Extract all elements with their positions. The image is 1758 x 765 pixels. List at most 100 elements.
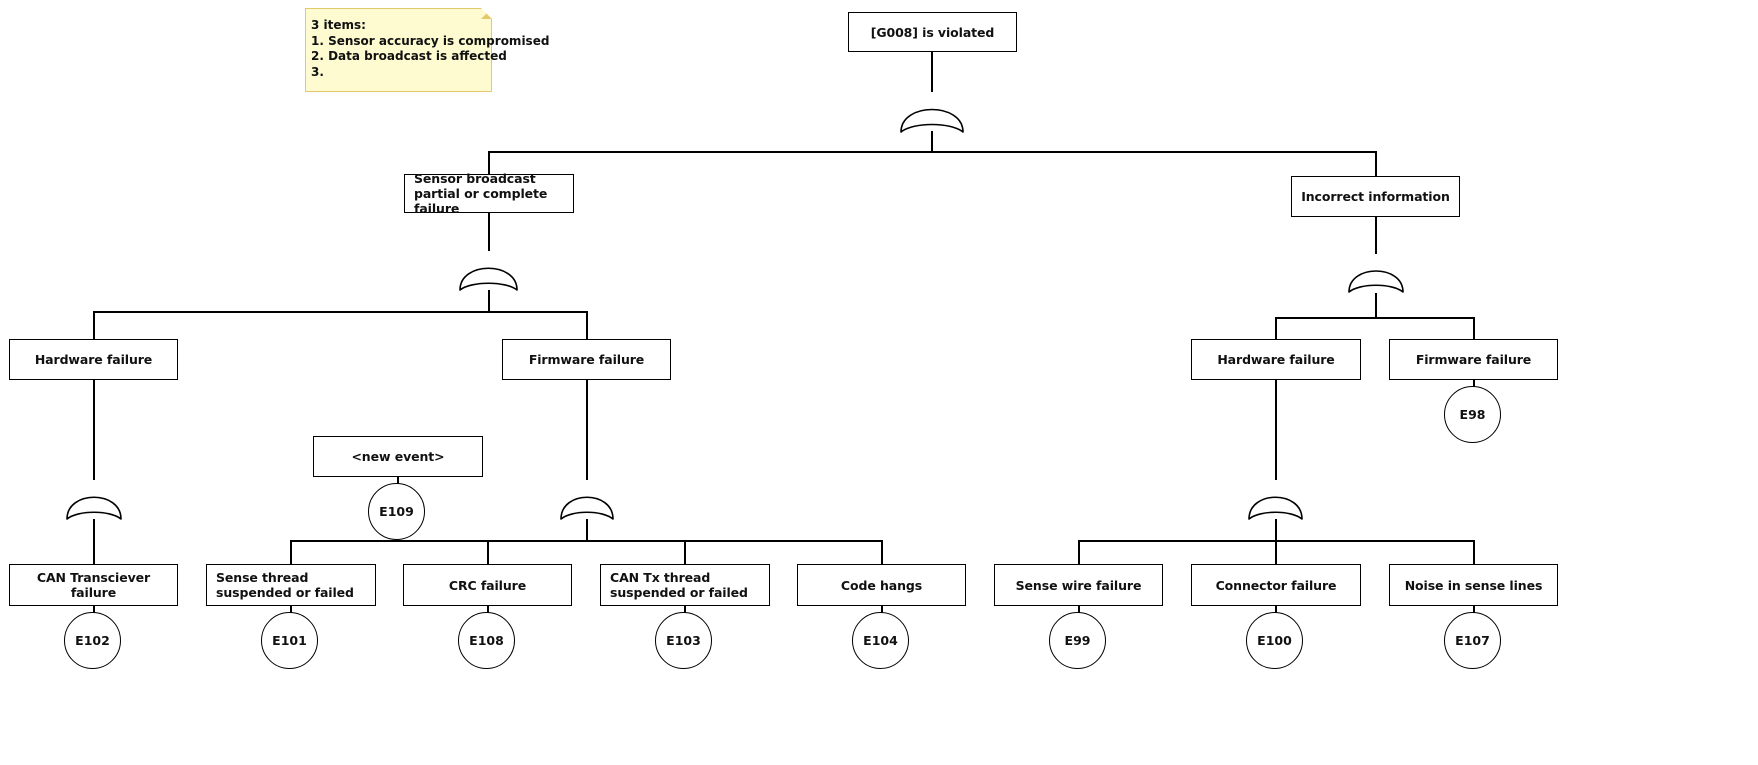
node-root-label: [G008] is violated xyxy=(870,24,995,40)
edge-leftbus-to-fw xyxy=(586,311,588,339)
edge-newevent-to-e109 xyxy=(397,476,399,488)
edge-hwrightbus-to-connector xyxy=(1275,540,1277,565)
node-hardware-failure-right-label: Hardware failure xyxy=(1217,352,1335,367)
node-hardware-failure-left[interactable]: Hardware failure xyxy=(9,339,178,380)
edge-rightgate-down xyxy=(1375,293,1377,318)
basic-event-e102-label: E102 xyxy=(75,633,110,648)
edge-fwbus-to-cantx xyxy=(684,540,686,565)
edge-bus-to-incorrect xyxy=(1375,151,1377,176)
basic-event-e103[interactable]: E103 xyxy=(655,612,712,669)
node-sensor-broadcast-label: Sensor broadcast partial or complete fai… xyxy=(414,171,548,216)
node-incorrect-information-label: Incorrect information xyxy=(1301,189,1450,204)
edge-right-bus xyxy=(1275,317,1474,319)
edge-leftbus-to-hw xyxy=(93,311,95,339)
node-sense-thread-suspended[interactable]: Sense thread suspended or failed xyxy=(206,564,376,606)
sticky-note[interactable] xyxy=(305,8,492,92)
node-firmware-failure-left-label: Firmware failure xyxy=(528,352,645,367)
basic-event-e101-label: E101 xyxy=(272,633,307,648)
basic-event-e109-label: E109 xyxy=(379,504,414,519)
edge-noise-to-e107 xyxy=(1473,605,1475,617)
edge-leftgate-down xyxy=(488,290,490,312)
edge-root-bus xyxy=(488,151,1377,153)
basic-event-e99-label: E99 xyxy=(1064,633,1091,648)
edge-rightbus-to-hw xyxy=(1275,317,1277,339)
edge-cantx-to-e103 xyxy=(684,605,686,617)
basic-event-e100-label: E100 xyxy=(1257,633,1292,648)
basic-event-e99[interactable]: E99 xyxy=(1049,612,1106,669)
edge-root-to-gate xyxy=(931,52,933,92)
basic-event-e108[interactable]: E108 xyxy=(458,612,515,669)
edge-bus-to-sensor xyxy=(488,151,490,174)
basic-event-e104-label: E104 xyxy=(863,633,898,648)
edge-hwleftgate-down xyxy=(93,519,95,565)
or-gate-root[interactable] xyxy=(897,88,967,134)
node-connector-failure[interactable]: Connector failure xyxy=(1191,564,1361,606)
node-firmware-failure-left[interactable]: Firmware failure xyxy=(502,339,671,380)
edge-hwleft-to-gate xyxy=(93,379,95,480)
edge-crc-to-e108 xyxy=(487,605,489,617)
edge-hwrightgate-down xyxy=(1275,519,1277,541)
edge-can-to-e102 xyxy=(93,605,95,617)
basic-event-e100[interactable]: E100 xyxy=(1246,612,1303,669)
edge-sensethread-to-e101 xyxy=(290,605,292,617)
edge-connector-to-e100 xyxy=(1275,605,1277,617)
node-new-event[interactable]: <new event> xyxy=(313,436,483,477)
basic-event-e104[interactable]: E104 xyxy=(852,612,909,669)
note-item-3: 3. xyxy=(311,64,324,79)
node-new-event-label: <new event> xyxy=(351,449,445,464)
edge-fwleft-bus xyxy=(290,540,882,542)
note-fold-corner-icon xyxy=(481,8,492,19)
node-crc-failure[interactable]: CRC failure xyxy=(403,564,572,606)
node-connector-failure-label: Connector failure xyxy=(1215,577,1337,593)
edge-fwright-to-e98 xyxy=(1473,379,1475,391)
node-code-hangs[interactable]: Code hangs xyxy=(797,564,966,606)
node-can-transciever-failure-label: CAN Transciever failure xyxy=(36,570,151,600)
edge-fwleft-to-gate xyxy=(586,379,588,480)
sticky-note-text: 3 items: 1. Sensor accuracy is compromis… xyxy=(311,18,550,80)
node-incorrect-information[interactable]: Incorrect information xyxy=(1291,176,1460,217)
edge-fwbus-to-crc xyxy=(487,540,489,565)
edge-sensor-to-gate xyxy=(488,212,490,251)
node-firmware-failure-right[interactable]: Firmware failure xyxy=(1389,339,1558,380)
edge-fwbus-to-sensethread xyxy=(290,540,292,565)
edge-hwright-to-gate xyxy=(1275,379,1277,480)
or-gate-incorrect-information[interactable] xyxy=(1345,251,1407,294)
or-gate-firmware-left[interactable] xyxy=(557,477,617,521)
node-sensor-broadcast[interactable]: Sensor broadcast partial or complete fai… xyxy=(404,171,574,216)
node-code-hangs-label: Code hangs xyxy=(840,577,923,593)
basic-event-e109[interactable]: E109 xyxy=(368,483,425,540)
basic-event-e98-label: E98 xyxy=(1459,407,1486,422)
node-can-transciever-failure[interactable]: CAN Transciever failure xyxy=(9,564,178,606)
edge-left-bus xyxy=(93,311,587,313)
edge-incorrect-to-gate xyxy=(1375,216,1377,254)
node-firmware-failure-right-label: Firmware failure xyxy=(1415,352,1532,367)
node-can-tx-thread-suspended[interactable]: CAN Tx thread suspended or failed xyxy=(600,564,770,606)
edge-hwrightbus-to-noise xyxy=(1473,540,1475,565)
edge-fwbus-to-codehangs xyxy=(881,540,883,565)
edge-sensewire-to-e99 xyxy=(1078,605,1080,617)
node-hardware-failure-right[interactable]: Hardware failure xyxy=(1191,339,1361,380)
note-item-1: 1. Sensor accuracy is compromised xyxy=(311,33,550,48)
node-noise-in-sense-lines-label: Noise in sense lines xyxy=(1404,577,1543,593)
node-root[interactable]: [G008] is violated xyxy=(848,12,1017,52)
node-sense-thread-suspended-label: Sense thread suspended or failed xyxy=(216,570,354,600)
node-crc-failure-label: CRC failure xyxy=(448,577,527,593)
basic-event-e108-label: E108 xyxy=(469,633,504,648)
node-sense-wire-failure-label: Sense wire failure xyxy=(1015,577,1142,593)
node-noise-in-sense-lines[interactable]: Noise in sense lines xyxy=(1389,564,1558,606)
node-hardware-failure-left-label: Hardware failure xyxy=(34,352,153,367)
basic-event-e101[interactable]: E101 xyxy=(261,612,318,669)
edge-codehangs-to-e104 xyxy=(881,605,883,617)
basic-event-e98[interactable]: E98 xyxy=(1444,386,1501,443)
or-gate-sensor-broadcast[interactable] xyxy=(456,248,521,292)
edge-rootgate-down xyxy=(931,131,933,152)
or-gate-hardware-left[interactable] xyxy=(63,477,125,521)
edge-hwrightbus-to-sensewire xyxy=(1078,540,1080,565)
node-can-tx-thread-suspended-label: CAN Tx thread suspended or failed xyxy=(610,570,748,600)
basic-event-e107[interactable]: E107 xyxy=(1444,612,1501,669)
node-sense-wire-failure[interactable]: Sense wire failure xyxy=(994,564,1163,606)
basic-event-e107-label: E107 xyxy=(1455,633,1490,648)
or-gate-hardware-right[interactable] xyxy=(1245,477,1306,521)
basic-event-e102[interactable]: E102 xyxy=(64,612,121,669)
